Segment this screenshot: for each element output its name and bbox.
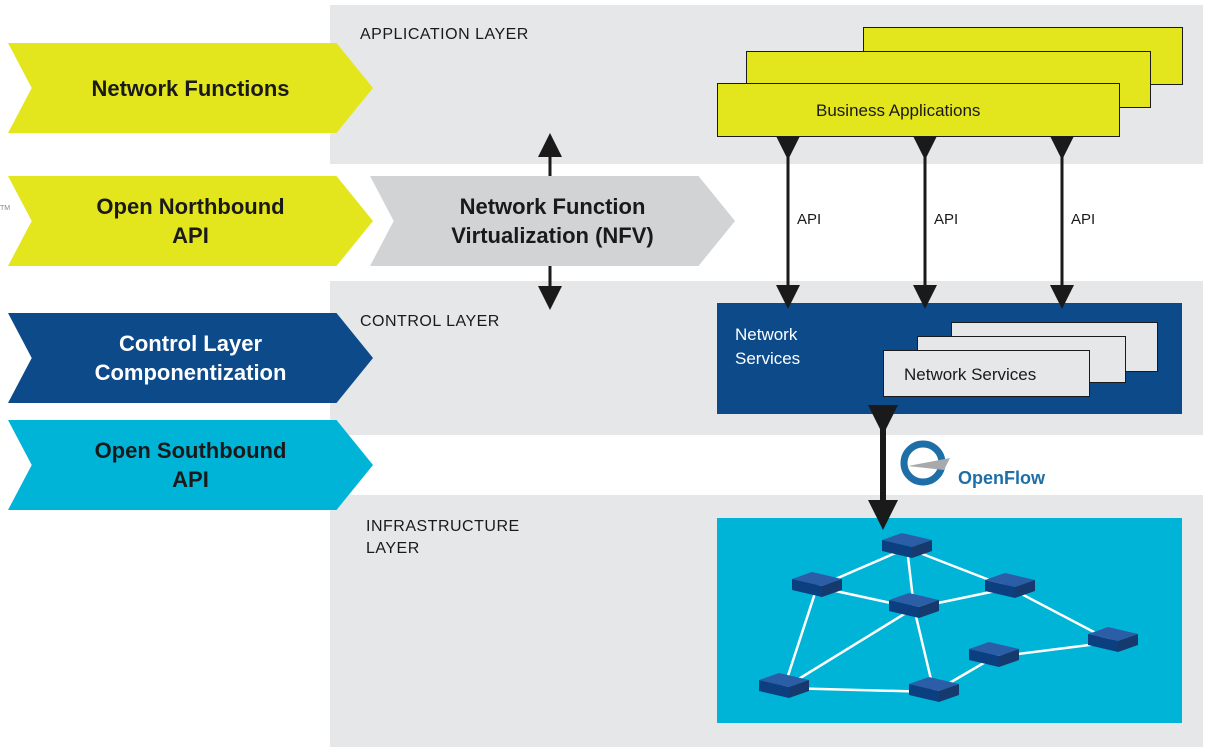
chevron-control-line1: Control Layer	[118, 331, 263, 356]
switch-icon	[909, 677, 959, 702]
network-services-title: Network Services	[735, 323, 800, 371]
chevron-nfv: Network Function Virtualization (NFV)	[370, 176, 735, 266]
infrastructure-title-line2: LAYER	[366, 540, 420, 557]
chevron-open-southbound-api: Open Southbound API	[8, 420, 373, 510]
openflow-label: OpenFlow	[958, 468, 1045, 488]
chevron-open-northbound-api: Open Northbound API	[8, 176, 373, 266]
network-services-inner-label: Network Services	[904, 365, 1037, 384]
switch-icon	[882, 533, 932, 558]
network-links	[782, 546, 1114, 694]
chevron-northbound-line2: API	[172, 223, 209, 248]
network-services-title-line1: Network	[735, 325, 798, 344]
chevron-network-functions: Network Functions	[8, 43, 373, 133]
nfv-line1: Network Function	[459, 194, 646, 219]
infrastructure-title-line1: INFRASTRUCTURE	[366, 518, 520, 535]
chevron-southbound-line1: Open Southbound	[94, 438, 287, 463]
switch-icon	[985, 573, 1035, 598]
nfv-line2: Virtualization (NFV)	[451, 223, 654, 248]
api-label-1: API	[797, 211, 822, 228]
openflow-logo-icon	[900, 440, 950, 486]
switch-icon	[792, 572, 842, 597]
api-label-2: API	[934, 211, 959, 228]
application-layer-title: APPLICATION LAYER	[360, 26, 529, 43]
switch-icon	[1088, 627, 1138, 652]
switch-icon	[889, 593, 939, 618]
switch-icon	[759, 673, 809, 698]
business-applications-label: Business Applications	[816, 101, 981, 120]
network-services-title-line2: Services	[735, 349, 801, 368]
chevron-control-layer-componentization: Control Layer Componentization	[8, 313, 373, 403]
control-layer-title: CONTROL LAYER	[360, 313, 500, 330]
chevron-southbound-line2: API	[172, 467, 209, 492]
chevron-control-line2: Componentization	[94, 360, 287, 385]
chevron-northbound-line1: Open Northbound	[96, 194, 285, 219]
business-app-card-front	[717, 83, 1120, 137]
trademark-mark: TM	[0, 205, 11, 212]
chevron-network-functions-label: Network Functions	[91, 75, 290, 101]
infrastructure-layer-title: INFRASTRUCTURE LAYER	[366, 516, 520, 560]
switch-icon	[969, 642, 1019, 667]
network-switches	[759, 533, 1138, 702]
network-services-card-front	[883, 350, 1090, 397]
api-label-3: API	[1071, 211, 1096, 228]
